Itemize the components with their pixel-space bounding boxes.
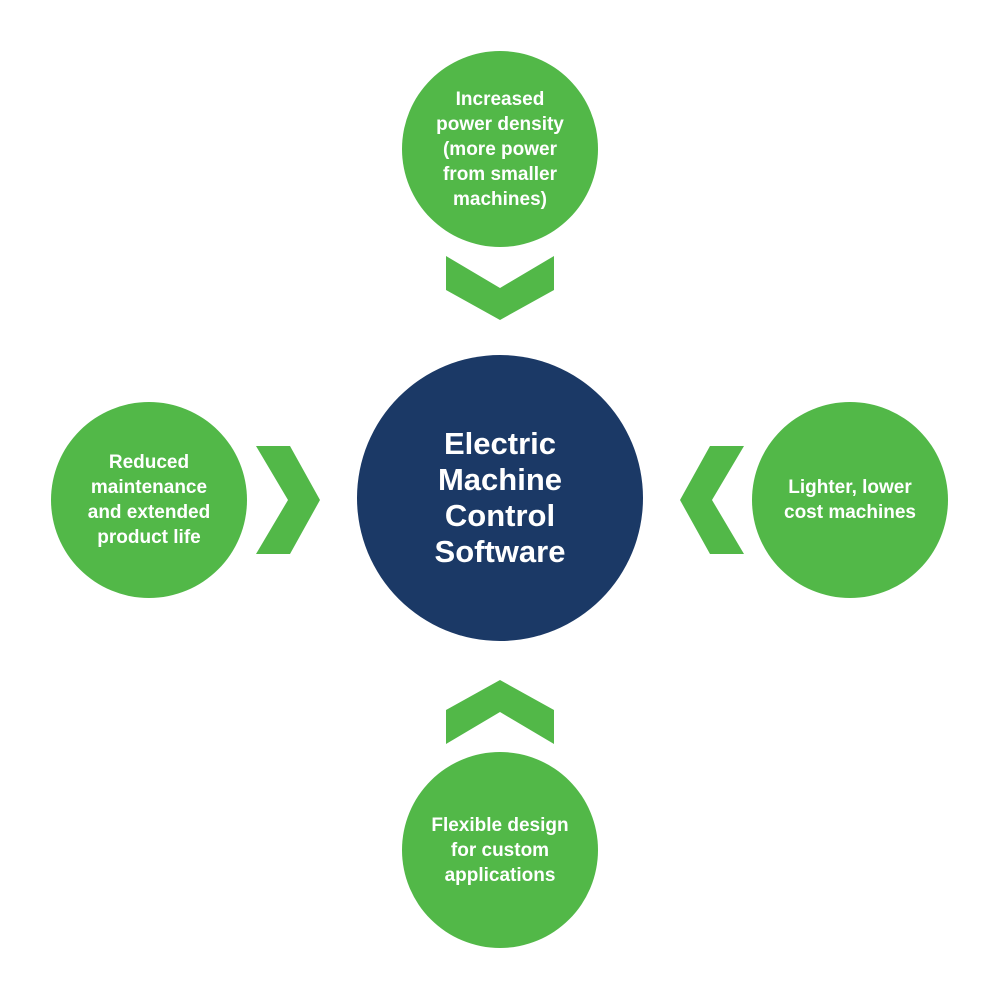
chevron-right-icon <box>256 446 320 554</box>
chevron-down-icon <box>446 256 554 320</box>
benefit-label-power-density: Increased power density (more power from… <box>436 88 564 210</box>
benefit-label-flexible-design: Flexible design for custom applications <box>431 814 569 886</box>
benefit-node-power-density: Increased power density (more power from… <box>402 51 598 247</box>
benefit-node-flexible-design: Flexible design for custom applications <box>402 752 598 948</box>
benefit-label-lighter-cost: Lighter, lower cost machines <box>784 477 916 523</box>
center-label: Electric Machine Control Software <box>434 426 566 569</box>
benefit-label-maintenance: Reduced maintenance and extended product… <box>87 452 211 548</box>
benefit-node-lighter-cost: Lighter, lower cost machines <box>752 402 948 598</box>
chevron-left-icon <box>680 446 744 554</box>
benefit-node-maintenance: Reduced maintenance and extended product… <box>51 402 247 598</box>
center-node: Electric Machine Control Software <box>357 355 643 641</box>
chevron-up-icon <box>446 680 554 744</box>
